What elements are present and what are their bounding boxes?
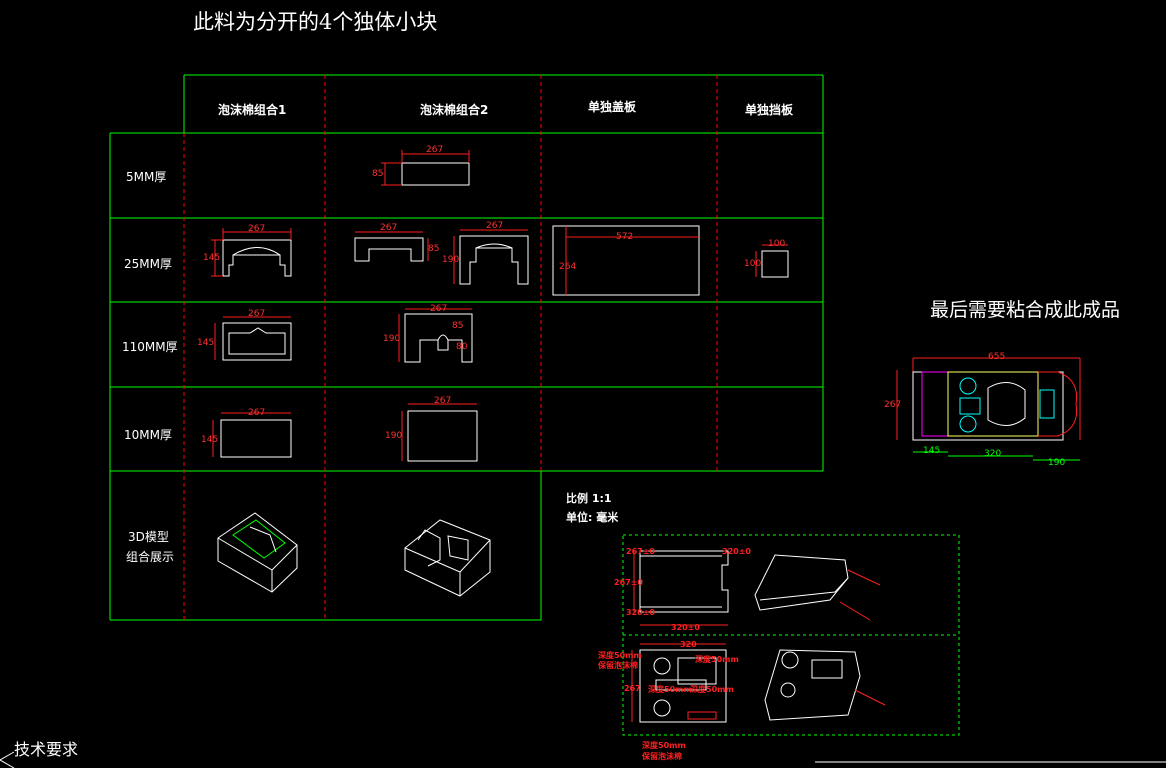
final-assembly [912, 371, 1078, 441]
model-3d-1 [217, 512, 298, 593]
dim-text: 267 [430, 304, 448, 314]
part-25mm-a [222, 239, 292, 277]
dim-text: 655 [988, 352, 1006, 362]
header-cover-plate: 单独盖板 [588, 100, 637, 114]
dim-text: 190 [1048, 458, 1066, 468]
dim-text: 267 [248, 309, 266, 319]
dim-text: 267 [884, 400, 902, 410]
row-label-25mm: 25MM厚 [124, 257, 172, 271]
dim-text: 80 [456, 342, 468, 352]
tech-requirements: 技术要求 [14, 740, 79, 759]
page-title: 此料为分开的4个独体小块 [193, 10, 438, 34]
detail-label: 深度50mm [642, 741, 686, 750]
part-5mm-plate [401, 162, 470, 186]
dashed-dividers [183, 75, 718, 620]
detail-label: 保留泡沫棉 [598, 661, 638, 670]
part-cover-plate [552, 225, 700, 296]
part-110mm-a [222, 322, 292, 361]
part-25mm-b [354, 237, 424, 262]
part-110mm-b [404, 313, 473, 363]
dim-text: 267 [434, 396, 452, 406]
dim-text: 85 [428, 244, 440, 254]
detail-label: 深度50mm [598, 651, 642, 660]
detail-label: 深度50mm [648, 685, 692, 694]
dim-text: 145 [197, 338, 215, 348]
row-label-assembly-display: 组合展示 [126, 550, 175, 564]
final-title: 最后需要粘合成此成品 [930, 299, 1121, 321]
detail-label: 320 [680, 640, 697, 649]
dim-text: 85 [372, 169, 384, 179]
row-label-10mm: 10MM厚 [124, 428, 172, 442]
dim-text: 190 [383, 334, 401, 344]
dim-text: 85 [452, 321, 464, 331]
detail-frame [622, 534, 960, 736]
row-label-110mm: 110MM厚 [122, 340, 178, 354]
dim-text: 264 [559, 262, 577, 272]
dim-text: 100 [768, 239, 786, 249]
detail-label: 保留泡沫棉 [642, 752, 682, 761]
part-10mm-a [220, 419, 292, 458]
detail-label: 深度50mm [695, 655, 739, 664]
row-label-5mm: 5MM厚 [126, 170, 167, 184]
final-bottom-dims [913, 451, 1080, 461]
unit-info: 单位: 毫米 [566, 511, 619, 524]
dim-text: 572 [616, 232, 634, 242]
part-baffle [761, 250, 789, 278]
dim-lines-r1 [381, 150, 470, 186]
model-3d-2 [404, 519, 491, 597]
detail-bottom-drawing [639, 649, 861, 723]
detail-label: 267 [624, 684, 641, 693]
scale-info: 比例 1:1 [566, 492, 612, 505]
header-foam-group-1: 泡沫棉组合1 [218, 103, 287, 117]
detail-label: 320±0 [626, 608, 655, 617]
table-grid [109, 74, 824, 621]
detail-label: 深度50mm [690, 685, 734, 694]
dim-text: 267 [486, 221, 504, 231]
dim-text: 145 [201, 435, 219, 445]
header-foam-group-2: 泡沫棉组合2 [420, 103, 489, 117]
detail-label: 320±0 [671, 623, 700, 632]
dim-text: 100 [744, 259, 762, 269]
detail-label: 267±0 [614, 578, 643, 587]
dim-text: 267 [426, 145, 444, 155]
dim-text: 145 [923, 446, 941, 456]
detail-top-drawing [639, 550, 849, 613]
dim-text: 190 [385, 431, 403, 441]
detail-label: 267±0 [626, 547, 655, 556]
dim-text: 267 [248, 408, 266, 418]
part-25mm-c [459, 235, 529, 285]
row-label-3d-model: 3D模型 [128, 530, 169, 544]
header-baffle: 单独挡板 [745, 103, 794, 117]
dim-text: 145 [203, 253, 221, 263]
part-10mm-b [407, 410, 478, 462]
dim-text: 267 [248, 224, 266, 234]
detail-label: 320±0 [722, 547, 751, 556]
dim-text: 190 [442, 255, 460, 265]
tech-corner [0, 751, 1166, 768]
dim-text: 320 [984, 449, 1002, 459]
dim-text: 267 [380, 223, 398, 233]
